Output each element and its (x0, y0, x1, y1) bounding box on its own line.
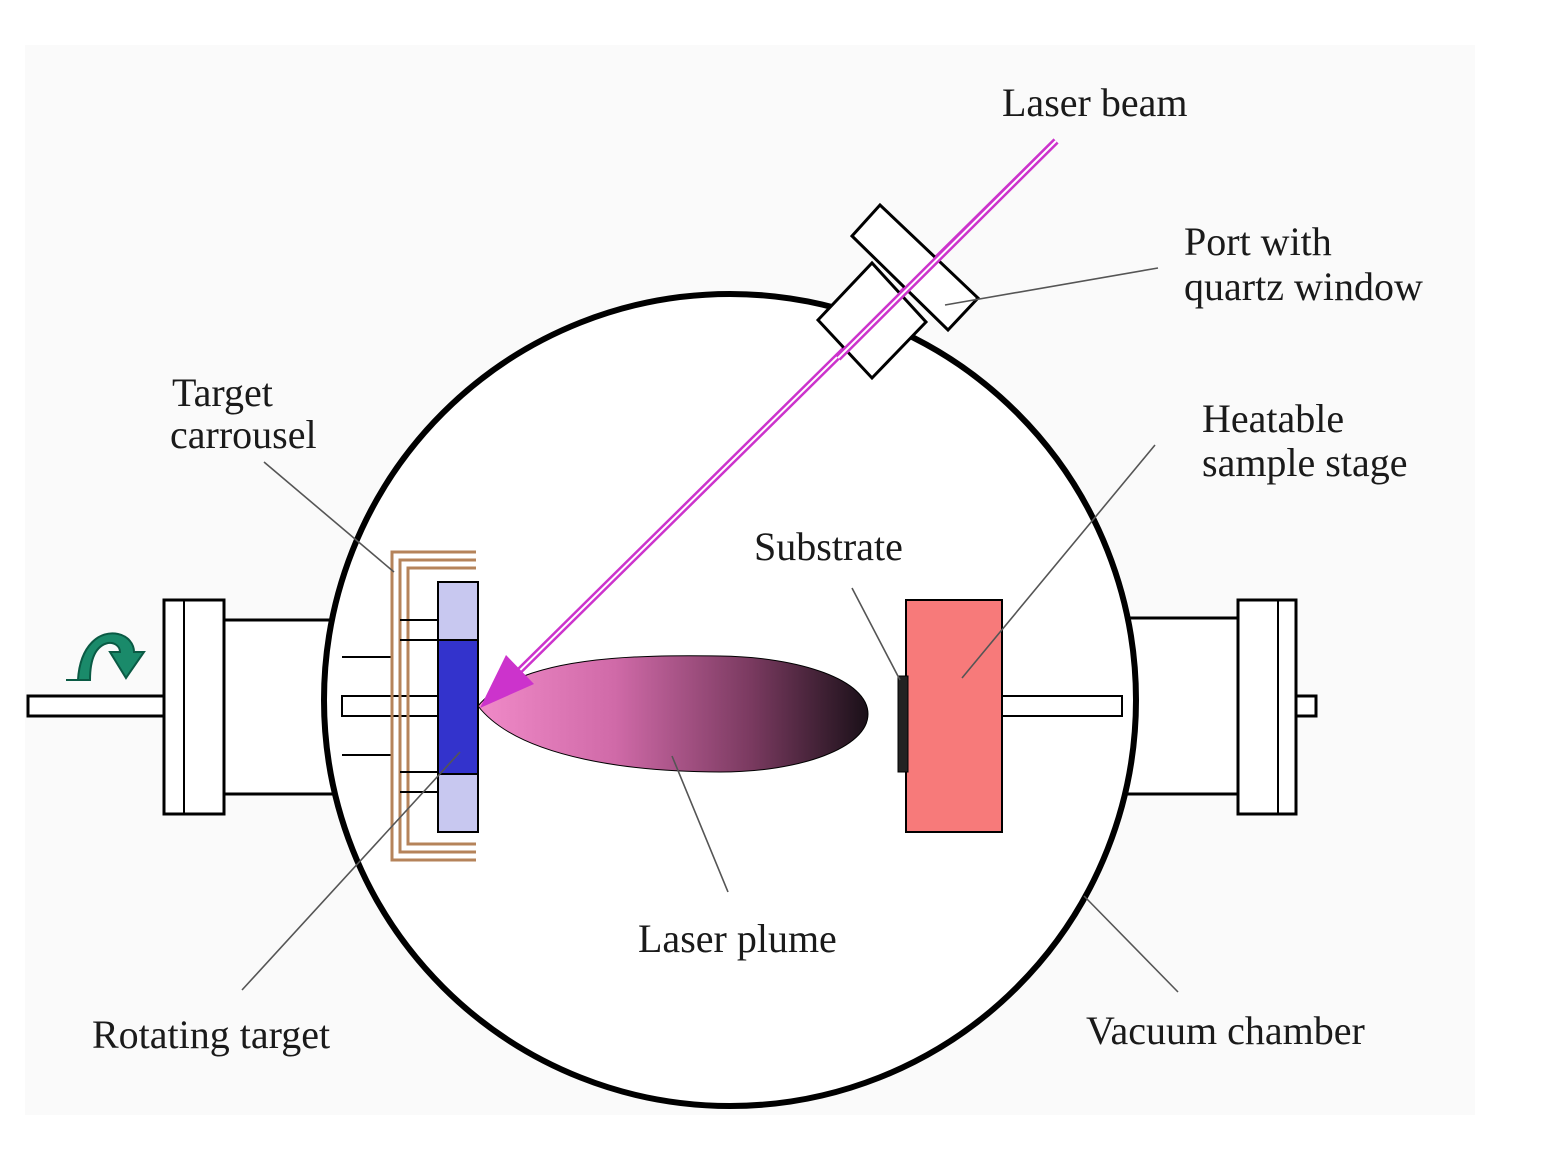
leader-carrousel (263, 461, 395, 573)
label-port-line1: Port with (1184, 219, 1332, 264)
leader-substrate (851, 587, 901, 681)
leader-heatable (961, 444, 1156, 679)
rotating-target (437, 639, 479, 775)
inactive-target-top (437, 581, 479, 641)
right-flange (1116, 598, 1298, 816)
label-laser-beam: Laser beam (1002, 80, 1187, 125)
leader-plume (671, 755, 729, 893)
label-rotating-target: Rotating target (92, 1012, 330, 1057)
port-with-quartz-window (815, 138, 1059, 381)
label-heatable-line2: sample stage (1202, 440, 1408, 485)
label-laser-plume: Laser plume (638, 916, 837, 961)
curved-arrow-icon (66, 632, 146, 681)
label-vacuum-chamber: Vacuum chamber (1086, 1008, 1365, 1053)
leader-vacuum (1083, 895, 1179, 993)
inactive-target-bottom (437, 773, 479, 833)
label-target-line2: carrousel (170, 412, 317, 457)
leader-port (944, 267, 1159, 306)
label-substrate: Substrate (754, 524, 903, 569)
label-target-line1: Target (172, 370, 273, 415)
heatable-sample-stage (905, 599, 1003, 833)
substrate (897, 675, 909, 773)
target-carrousel (390, 550, 476, 862)
left-flange (162, 598, 344, 816)
label-port-line2: quartz window (1184, 264, 1423, 309)
laser-plume (477, 655, 869, 773)
leader-rotating-target (241, 751, 461, 991)
label-heatable-line1: Heatable (1202, 396, 1344, 441)
